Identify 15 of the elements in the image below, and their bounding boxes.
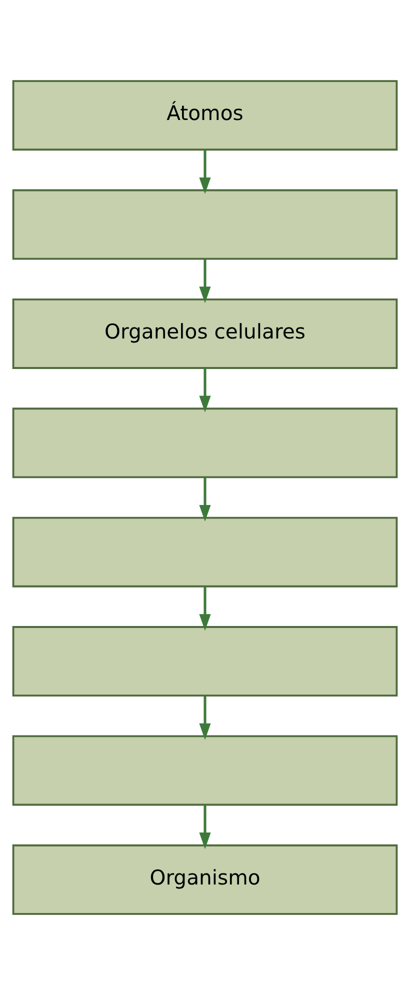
arrow (199, 586, 211, 630)
arrow (199, 368, 211, 412)
node-box (12, 516, 398, 587)
node-box: Organelos celulares (12, 298, 398, 368)
node-box: Átomos (12, 80, 398, 150)
arrow (199, 149, 211, 194)
arrow (199, 695, 211, 740)
arrow (199, 258, 211, 303)
node-box: Organismo (12, 844, 398, 914)
node-box (12, 188, 398, 260)
arrow (199, 476, 211, 522)
arrow (199, 804, 211, 849)
node-box (12, 734, 398, 806)
node-box (12, 407, 398, 478)
node-box (12, 626, 398, 696)
